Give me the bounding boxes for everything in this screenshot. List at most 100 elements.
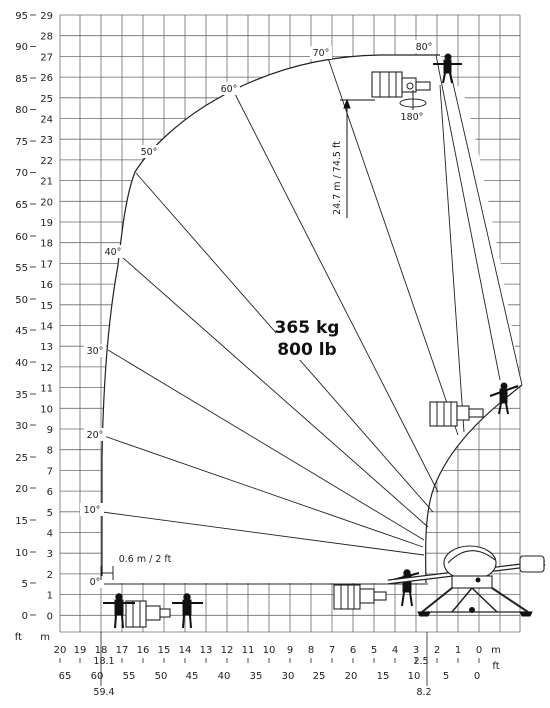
angle-labels: 0° 10° 20° 30° 40° 50° 60° 70° 80° bbox=[80, 40, 435, 588]
m-tick: 17 bbox=[116, 645, 129, 656]
m-tick: 2 bbox=[434, 645, 440, 656]
m-tick: 23 bbox=[40, 135, 53, 146]
m-tick: 24 bbox=[40, 115, 53, 126]
horizontal-axis-ft: 65 60 55 50 45 40 35 30 25 20 15 10 5 0 … bbox=[59, 661, 500, 682]
m-tick: 2 bbox=[47, 570, 53, 581]
platform-mid bbox=[429, 401, 484, 427]
platform-ground-left bbox=[125, 600, 171, 628]
ft-tick: 30 bbox=[282, 671, 295, 682]
ft-tick: 60 bbox=[15, 232, 28, 243]
ft-tick: 0 bbox=[474, 671, 480, 682]
m-tick: 6 bbox=[350, 645, 356, 656]
m-tick: 12 bbox=[40, 363, 53, 374]
ft-tick: 55 bbox=[15, 263, 28, 274]
ft-tick: 60 bbox=[91, 671, 104, 682]
operator-top-icon bbox=[433, 53, 462, 84]
ft-tick: 85 bbox=[15, 74, 28, 85]
capacity-kg: 365 kg bbox=[275, 318, 340, 338]
ft-tick: 20 bbox=[345, 671, 358, 682]
ft-tick: 45 bbox=[15, 326, 28, 337]
envelope-inner-outline bbox=[425, 384, 523, 584]
outreach-markers: 18.1 59.4 2.5 8.2 bbox=[93, 632, 432, 698]
max-outreach-m: 18.1 bbox=[93, 656, 114, 667]
height-label: 24.7 m / 74.5 ft bbox=[332, 141, 343, 215]
m-tick: 11 bbox=[40, 384, 53, 395]
m-tick: 7 bbox=[329, 645, 335, 656]
ft-tick: 35 bbox=[15, 390, 28, 401]
m-tick: 11 bbox=[242, 645, 255, 656]
m-tick: 14 bbox=[40, 322, 53, 333]
m-tick: 15 bbox=[158, 645, 171, 656]
ft-tick: 50 bbox=[15, 295, 28, 306]
ft-tick: 75 bbox=[15, 137, 28, 148]
ft-tick: 10 bbox=[15, 548, 28, 559]
m-tick: 8 bbox=[47, 446, 53, 457]
m-tick: 1 bbox=[455, 645, 461, 656]
m-tick: 27 bbox=[40, 52, 53, 63]
angle-label-50: 50° bbox=[141, 147, 158, 158]
ft-tick: 25 bbox=[313, 671, 326, 682]
ft-tick: 50 bbox=[155, 671, 168, 682]
m-tick: 8 bbox=[308, 645, 314, 656]
m-tick: 12 bbox=[221, 645, 234, 656]
ft-tick: 10 bbox=[408, 671, 421, 682]
angle-label-60: 60° bbox=[221, 84, 238, 95]
m-tick: 13 bbox=[40, 342, 53, 353]
min-outreach-ft: 8.2 bbox=[416, 687, 431, 698]
m-tick: 10 bbox=[40, 404, 53, 415]
rotation-label: 180° bbox=[401, 112, 424, 123]
ft-tick: 30 bbox=[15, 421, 28, 432]
m-tick: 22 bbox=[40, 156, 53, 167]
m-tick: 3 bbox=[47, 549, 53, 560]
m-tick: 10 bbox=[263, 645, 276, 656]
m-tick: 4 bbox=[47, 529, 53, 540]
vertical-axis-ft: 95 90 85 80 75 70 65 60 55 50 45 40 35 3… bbox=[15, 11, 28, 643]
ft-tick: 5 bbox=[443, 671, 449, 682]
m-tick: 29 bbox=[40, 11, 53, 22]
angle-label-70: 70° bbox=[313, 48, 330, 59]
angle-label-0: 0° bbox=[90, 577, 101, 588]
ft-tick: 15 bbox=[15, 516, 28, 527]
ft-tick: 70 bbox=[15, 168, 28, 179]
ft-unit-label: ft bbox=[492, 661, 499, 672]
capacity-lb: 800 lb bbox=[277, 340, 336, 360]
height-dimension: 24.7 m / 74.5 ft bbox=[328, 98, 375, 218]
ft-tick: 90 bbox=[15, 42, 28, 53]
platform-top: 180° bbox=[371, 71, 431, 123]
max-outreach-ft: 59.4 bbox=[93, 687, 114, 698]
ft-tick: 15 bbox=[377, 671, 390, 682]
horizontal-axis-m: 20 19 18 17 16 15 14 13 12 11 10 9 8 7 6… bbox=[54, 645, 501, 656]
ft-tick: 35 bbox=[250, 671, 263, 682]
m-tick: 5 bbox=[47, 508, 53, 519]
m-tick: 0 bbox=[476, 645, 482, 656]
ft-tick: 55 bbox=[123, 671, 136, 682]
m-tick: 20 bbox=[54, 645, 67, 656]
operator-mid-icon bbox=[489, 382, 519, 415]
m-tick: 7 bbox=[47, 466, 53, 477]
angle-label-80: 80° bbox=[416, 42, 433, 53]
ft-tick: 45 bbox=[186, 671, 199, 682]
ft-unit-label: ft bbox=[15, 632, 22, 643]
m-tick: 21 bbox=[40, 177, 53, 188]
m-tick: 6 bbox=[47, 487, 53, 498]
m-tick: 4 bbox=[392, 645, 398, 656]
offset-label: 0.6 m / 2 ft bbox=[119, 554, 172, 565]
m-tick: 3 bbox=[413, 645, 419, 656]
machine-body bbox=[387, 545, 546, 617]
platform-ground-right bbox=[333, 584, 387, 610]
ft-tick: 20 bbox=[15, 484, 28, 495]
m-tick: 26 bbox=[40, 73, 53, 84]
min-outreach-m: 2.5 bbox=[413, 656, 428, 667]
angle-label-30: 30° bbox=[87, 346, 104, 357]
m-unit-label: m bbox=[40, 632, 50, 643]
m-tick: 9 bbox=[287, 645, 293, 656]
m-tick: 16 bbox=[40, 280, 53, 291]
m-tick: 14 bbox=[179, 645, 192, 656]
m-tick: 0 bbox=[47, 611, 53, 622]
ft-tick: 95 bbox=[15, 11, 28, 22]
m-tick: 20 bbox=[40, 197, 53, 208]
vertical-axis-m: 29 28 27 26 25 24 23 22 21 20 19 18 17 1… bbox=[40, 11, 53, 643]
m-tick: 16 bbox=[137, 645, 150, 656]
ft-tick: 5 bbox=[22, 579, 28, 590]
